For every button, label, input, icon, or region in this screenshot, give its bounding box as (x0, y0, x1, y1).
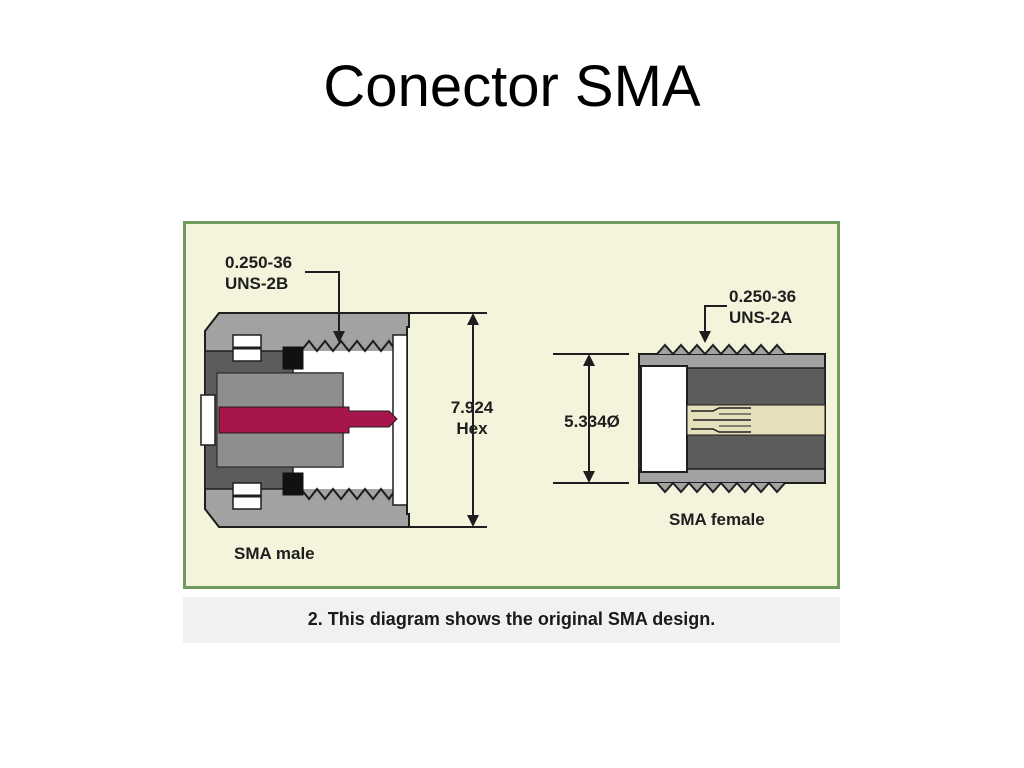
diameter-dimension: 5.334Ø (553, 353, 629, 484)
male-callout-arrowhead (333, 331, 345, 343)
male-rear-pin (200, 394, 216, 446)
female-callout-leader (704, 305, 727, 333)
male-thread-spec-line1: 0.250-36 (225, 253, 292, 272)
diagram-panel: 0.250-36 UNS-2B 7.924 Hex (183, 221, 840, 589)
female-face (640, 365, 688, 473)
female-thread-spec-line2: UNS-2A (729, 308, 792, 327)
female-thread-callout: 0.250-36 UNS-2A (699, 287, 796, 343)
male-callout-leader (305, 271, 340, 333)
male-gasket-bottom (282, 472, 304, 496)
slide-title: Conector SMA (323, 54, 701, 119)
male-internal-thread-top (300, 339, 394, 353)
male-connector-label: SMA male (234, 544, 315, 563)
sma-male-connector (200, 312, 410, 528)
sma-female-connector (638, 343, 826, 494)
diameter-dimension-value: 5.334Ø (564, 412, 620, 431)
female-callout-arrowhead (699, 331, 711, 343)
female-external-thread-top (656, 343, 786, 356)
hex-dimension-value: 7.924 (451, 398, 494, 417)
male-thread-callout: 0.250-36 UNS-2B (225, 253, 345, 343)
male-gasket-top (282, 346, 304, 370)
male-internal-thread-bottom (300, 487, 394, 501)
male-thread-spec-line2: UNS-2B (225, 274, 288, 293)
female-external-thread-bottom (656, 481, 786, 494)
caption-bar: 2. This diagram shows the original SMA d… (183, 597, 840, 643)
female-connector-label: SMA female (669, 510, 765, 529)
sma-connector-diagram: 0.250-36 UNS-2B 7.924 Hex (200, 253, 826, 563)
female-thread-spec-line1: 0.250-36 (729, 287, 796, 306)
male-center-pin (218, 406, 398, 434)
figure-caption: 2. This diagram shows the original SMA d… (307, 609, 716, 629)
hex-dimension-label: Hex (456, 419, 488, 438)
hex-dimension: 7.924 Hex (359, 312, 494, 528)
female-socket-fingers (691, 407, 751, 433)
